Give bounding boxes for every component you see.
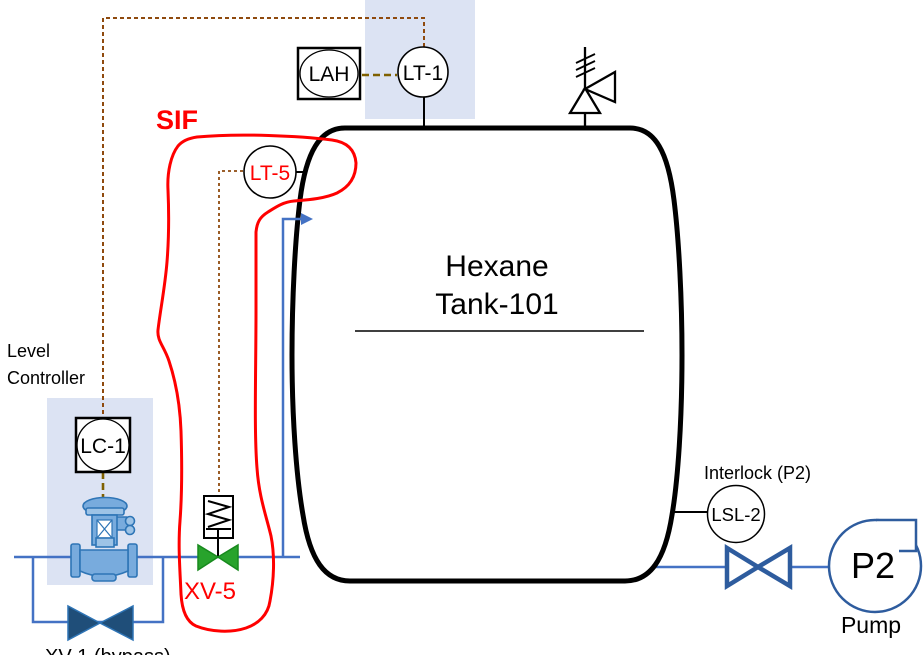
sif-label: SIF — [156, 105, 198, 135]
xv5-valve — [197, 495, 239, 572]
pump-symbol — [827, 518, 923, 614]
lc1-controller: LC-1 — [74, 416, 132, 474]
level-controller-label-line2: Controller — [7, 368, 85, 388]
lt5-transmitter: LT-5 — [243, 145, 297, 199]
pipe-riser-to-tank — [281, 217, 302, 557]
interlock-label: Interlock (P2) — [704, 463, 811, 483]
level-control-valve — [70, 496, 138, 582]
lsl2-switch: LSL-2 — [706, 484, 766, 544]
xv5-tag: XV-5 — [184, 578, 236, 605]
signal-line-lt1-to-lc1 — [102, 17, 425, 417]
pump-tag: P2 — [851, 545, 895, 586]
lt1-transmitter: LT-1 — [397, 46, 449, 98]
signal-line-lt5-to-xv5 — [218, 170, 243, 493]
xv5-valve-body — [197, 543, 239, 572]
pump-volute-outlet — [876, 518, 918, 553]
tank-tag: Tank-101 — [435, 288, 558, 321]
tank-outline — [289, 125, 685, 584]
pump-label: Pump — [841, 612, 901, 638]
vent-hatch-marks — [575, 53, 596, 78]
relief-valve-lower-triangle — [567, 85, 603, 115]
spring-zigzag — [204, 500, 233, 528]
lsl2-tag: LSL-2 — [711, 504, 760, 525]
bypass-valve-label: XV-1 (bypass) — [45, 646, 171, 655]
tank-name: Hexane — [445, 250, 548, 283]
bypass-valve — [67, 604, 134, 642]
relief-valve-side-triangle — [582, 70, 617, 104]
lah-tag: LAH — [309, 63, 350, 86]
actuator-base-line — [206, 528, 231, 538]
level-controller-label-line1: Level — [7, 341, 50, 361]
lc1-tag: LC-1 — [80, 435, 126, 458]
tank-inlet-arrowhead — [301, 213, 313, 225]
signal-lines — [101, 17, 425, 497]
lt5-tag: LT-5 — [250, 162, 290, 185]
pump-suction-valve — [724, 543, 793, 591]
sif-boundary — [156, 133, 358, 633]
lah-alarm: LAH — [296, 46, 362, 101]
lt1-tag: LT-1 — [403, 62, 443, 85]
relief-valve — [567, 47, 617, 130]
